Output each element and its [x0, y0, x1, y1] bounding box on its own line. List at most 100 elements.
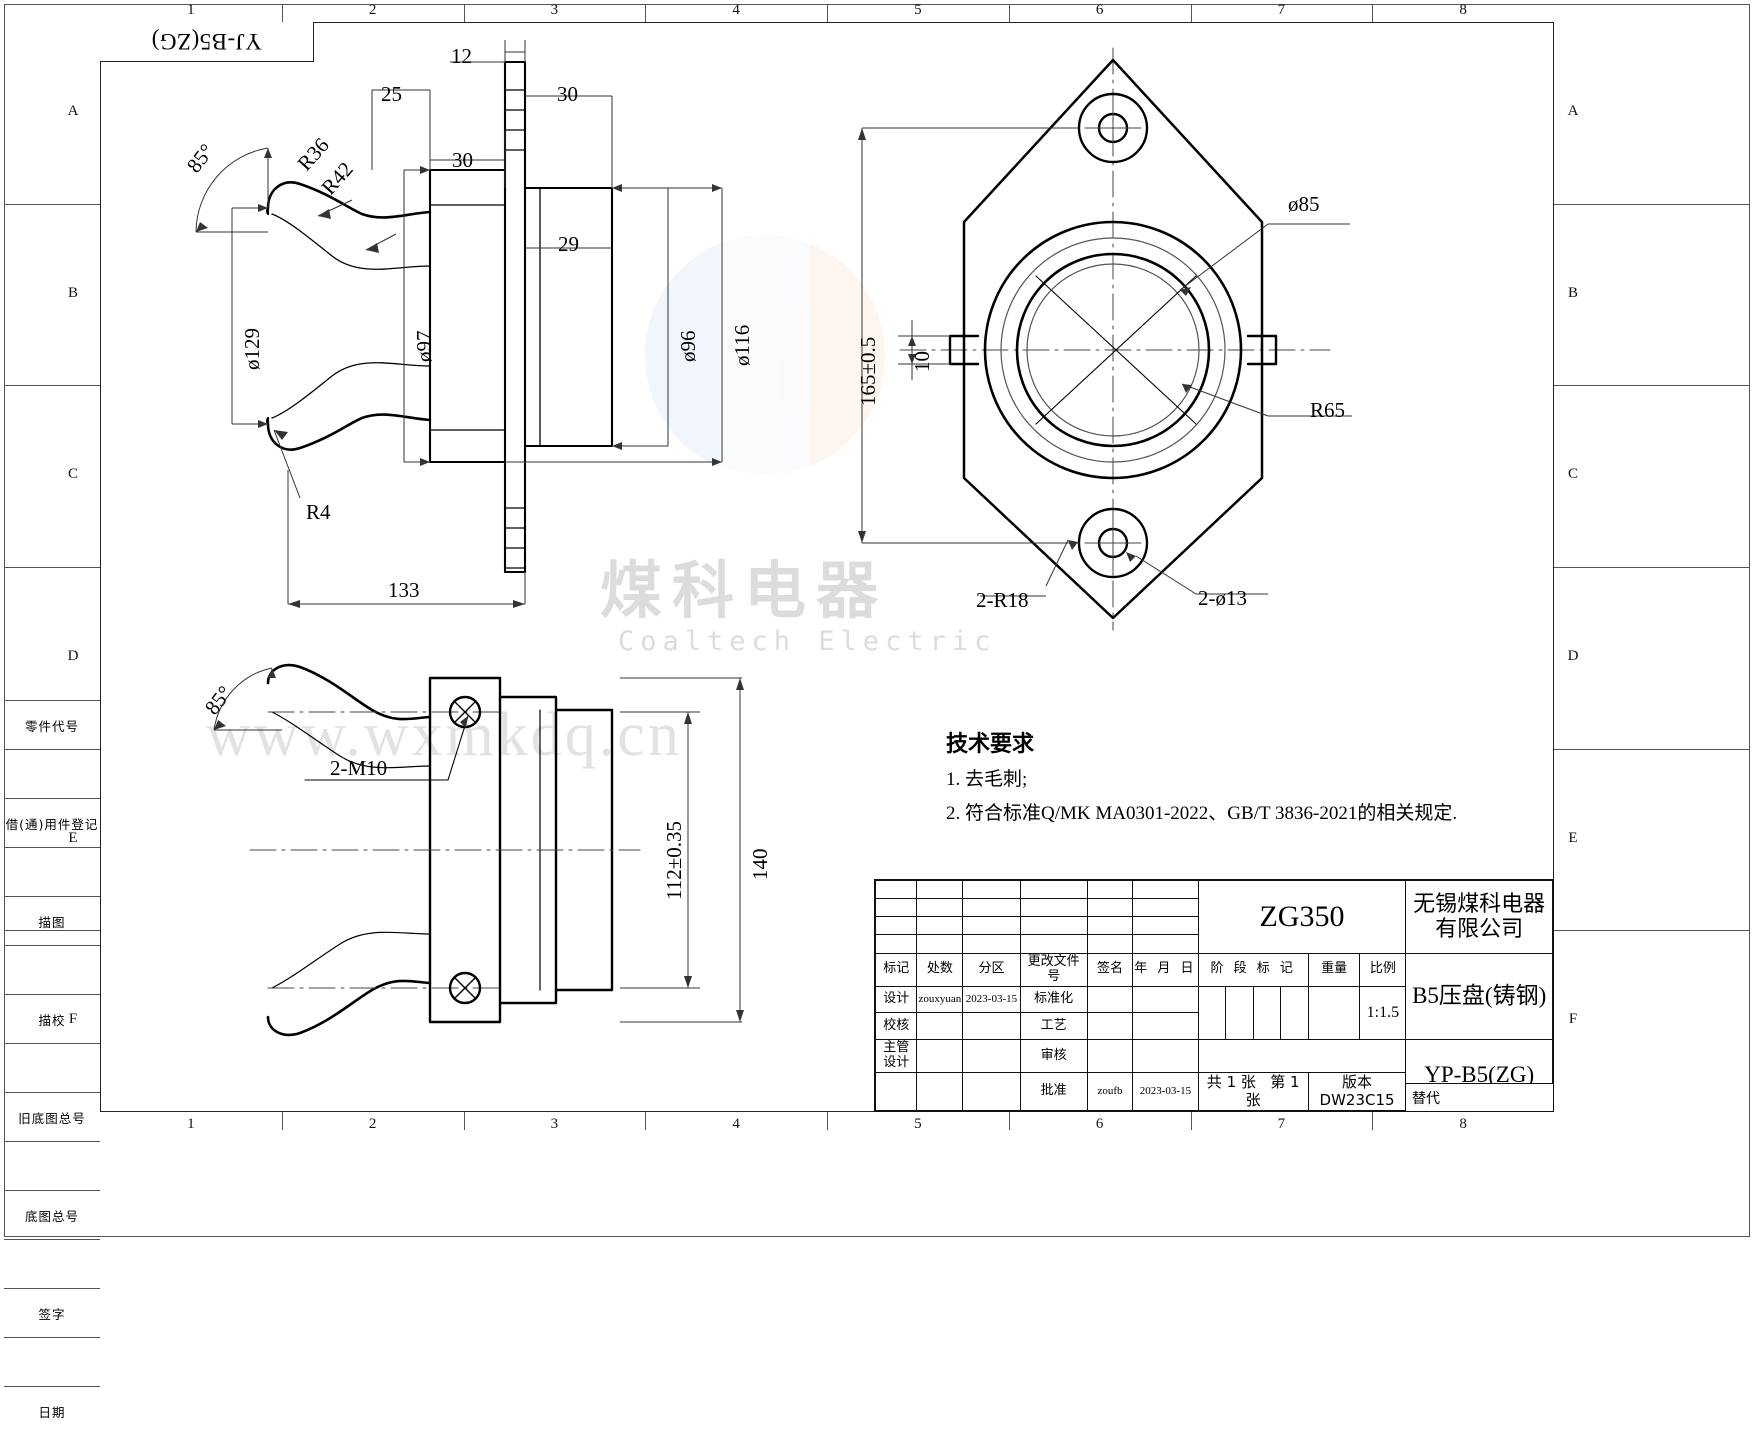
role-proc-label: 工艺	[1019, 1012, 1088, 1041]
rev-blank	[1132, 879, 1199, 900]
title-block: ZG350 无锡煤科电器有限公司	[874, 879, 1554, 1112]
zone-tick	[1008, 1112, 1010, 1130]
reg-cell-8: 旧底图总号	[4, 1092, 100, 1141]
role-lead-label: 主管设计	[874, 1039, 918, 1073]
reg-cell-blank-5	[4, 945, 100, 994]
rev-blank	[1132, 916, 1199, 936]
role-approve-date: 2023-03-15	[1132, 1072, 1199, 1111]
role-lead-name	[916, 1039, 964, 1073]
rev-blank	[1019, 934, 1088, 954]
dim-30-left: 30	[452, 148, 473, 172]
zone-label-5: 5	[914, 1116, 922, 1132]
zone-label-2: 2	[368, 1116, 377, 1132]
role-design-label: 设计	[874, 985, 918, 1014]
zone-label-8: 8	[1459, 1116, 1467, 1132]
dim-dia129: ø129	[240, 328, 264, 370]
zone-tick	[4, 567, 100, 568]
zone-label-B: B	[67, 284, 78, 301]
zone-label-A: A	[1567, 102, 1579, 119]
weight-value	[1307, 985, 1361, 1041]
rev-blank	[874, 916, 918, 936]
dim-112: 112±0.35	[662, 821, 686, 900]
rev-blank	[962, 934, 1021, 954]
zone-tick	[645, 1112, 647, 1130]
zone-label-8: 8	[1459, 2, 1467, 18]
zone-label-4: 4	[732, 2, 740, 18]
dim-10: 10	[910, 351, 934, 372]
zone-label-C: C	[1567, 466, 1578, 483]
sheet-outer-border	[4, 4, 1750, 1237]
zone-tick	[4, 203, 100, 205]
rev-header-mark: 标记	[874, 952, 918, 987]
role-blank-date	[962, 1072, 1021, 1111]
role-blank-name	[916, 1072, 964, 1111]
rev-header-zone: 分区	[962, 952, 1021, 987]
tech-note-1: 1. 去毛刺;	[946, 769, 1028, 790]
zone-tick	[281, 4, 283, 22]
technical-requirements: 技术要求 1. 去毛刺; 2. 符合标准Q/MK MA0301-2022、GB/…	[946, 726, 1546, 833]
zone-label-F: F	[68, 1011, 78, 1028]
role-check-name	[916, 1012, 964, 1041]
reg-cell-blank-1	[4, 749, 100, 798]
rev-blank	[1019, 879, 1088, 900]
sheet-index: 第 1 张	[1245, 1073, 1300, 1109]
zone-label-7: 7	[1277, 2, 1286, 18]
zone-label-B: B	[1567, 284, 1578, 301]
role-approve-name: zoufb	[1086, 1072, 1134, 1111]
tech-note-2: 2. 符合标准Q/MK MA0301-2022、GB/T 3836-2021的相…	[946, 802, 1458, 824]
role-design-name: zouxyuan	[916, 985, 964, 1014]
zone-label-1: 1	[187, 1116, 195, 1132]
rev-blank	[874, 879, 918, 900]
rev-blank	[1086, 898, 1134, 918]
zone-tick	[1372, 1112, 1374, 1130]
zone-tick	[1372, 4, 1374, 22]
zone-tick	[1190, 4, 1192, 22]
role-blank-label	[874, 1072, 918, 1111]
zone-tick	[1554, 385, 1750, 387]
zone-label-F: F	[1568, 1011, 1578, 1028]
rev-blank	[1086, 916, 1134, 936]
zone-label-D: D	[67, 647, 79, 664]
role-approve-label: 批准	[1019, 1072, 1088, 1111]
zone-label-3: 3	[550, 1116, 559, 1132]
zone-label-C: C	[67, 466, 78, 483]
dim-25: 25	[381, 82, 402, 106]
role-design-date: 2023-03-15	[962, 985, 1021, 1014]
dim-133: 133	[388, 578, 420, 602]
part-name: B5压盘(铸钢)	[1405, 952, 1553, 1041]
zone-label-3: 3	[550, 2, 559, 18]
reg-cell-12: 签字	[4, 1288, 100, 1337]
zone-label-7: 7	[1277, 1116, 1286, 1132]
role-review-name	[1086, 1039, 1134, 1073]
role-proc-name	[1086, 1012, 1134, 1041]
dim-12: 12	[451, 44, 472, 68]
weight-label: 重量	[1307, 952, 1361, 987]
rev-blank	[962, 879, 1021, 900]
zone-label-6: 6	[1095, 2, 1104, 18]
reg-cell-blank-3	[4, 847, 100, 896]
zone-tick	[4, 930, 100, 932]
zone-tick	[281, 1112, 283, 1130]
reg-cell-blank-9	[4, 1141, 100, 1190]
reg-cell-10: 底图总号	[4, 1190, 100, 1239]
reg-cell-6: 描校	[4, 994, 100, 1043]
stage-cell-2	[1225, 985, 1254, 1041]
scale-label: 比例	[1359, 952, 1407, 987]
rev-header-date: 年 月 日	[1132, 952, 1199, 987]
zone-label-6: 6	[1095, 1116, 1104, 1132]
zone-tick	[827, 4, 828, 22]
scale-value: 1:1.5	[1359, 985, 1407, 1041]
zone-tick	[463, 1112, 465, 1130]
reg-cell-blank-11	[4, 1239, 100, 1288]
dim-30-right: 30	[557, 82, 578, 106]
reg-cell-14: 日期	[4, 1386, 100, 1435]
dim-29: 29	[558, 232, 579, 256]
reg-cell-4: 描图	[4, 896, 100, 945]
title-block-table: ZG350 无锡煤科电器有限公司	[874, 879, 1553, 1111]
zone-label-A: A	[67, 102, 79, 119]
zone-tick	[1190, 1112, 1192, 1130]
version-value: DW23C15	[1319, 1090, 1395, 1109]
role-review-date	[1132, 1039, 1199, 1073]
zone-label-1: 1	[187, 2, 195, 18]
zone-tick	[4, 385, 100, 387]
